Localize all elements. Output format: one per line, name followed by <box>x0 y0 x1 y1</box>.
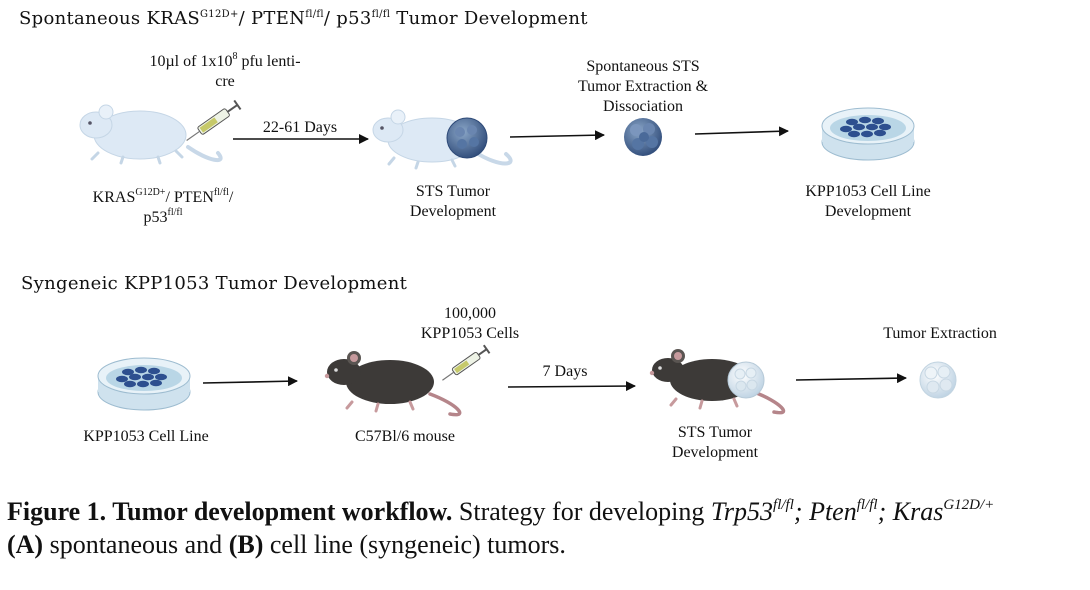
arrow-a3 <box>694 126 789 137</box>
c57-mouse-label: C57Bl/6 mouse <box>354 428 455 445</box>
days-label-b: 7 Days <box>542 363 588 380</box>
white-mouse-icon <box>79 104 223 165</box>
sts-tumor-label-b: STS Tumor Development <box>671 424 759 461</box>
petri-dish-icon-b <box>97 357 191 411</box>
syringe-icon-b <box>442 344 491 381</box>
white-mouse-tumor-icon <box>372 109 513 170</box>
arrow-b3 <box>795 373 907 384</box>
extracted-tumor-light-icon <box>919 361 957 399</box>
injection-dose-label: 10µl of 1x108 pfu lenti- cre <box>149 51 301 91</box>
black-mouse-icon <box>324 351 462 417</box>
section-b-title: Syngeneic KPP1053 Tumor Development <box>21 273 408 294</box>
dish-label-b: KPP1053 Cell Line <box>83 428 209 445</box>
caption-title: Figure 1. Tumor development workflow. <box>7 497 453 526</box>
arrow-b2 <box>507 381 636 392</box>
cell-line-development-label: KPP1053 Cell Line Development <box>805 183 931 220</box>
tumor-extraction-label: Tumor Extraction <box>883 325 997 342</box>
figure-caption: Figure 1. Tumor development workflow. St… <box>7 497 995 559</box>
arrow-b1 <box>202 376 298 387</box>
black-mouse-tumor-icon <box>649 349 786 415</box>
mouse-genotype-label: KRASG12D+/ PTENfl/fl/ p53fl/fl <box>92 187 234 227</box>
extraction-label: Spontaneous STS Tumor Extraction & Disso… <box>577 58 709 115</box>
sts-tumor-label-a: STS Tumor Development <box>409 183 497 220</box>
section-a-title: Spontaneous KRASG12D+/ PTENfl/fl/ p53fl/… <box>19 8 588 29</box>
arrow-a2 <box>509 130 605 141</box>
petri-dish-icon-a <box>821 107 915 161</box>
syringe-icon <box>186 99 242 141</box>
cells-count-label: 100,000 KPP1053 Cells <box>420 305 520 342</box>
days-label-a: 22-61 Days <box>262 119 338 136</box>
extracted-tumor-icon <box>624 118 662 156</box>
